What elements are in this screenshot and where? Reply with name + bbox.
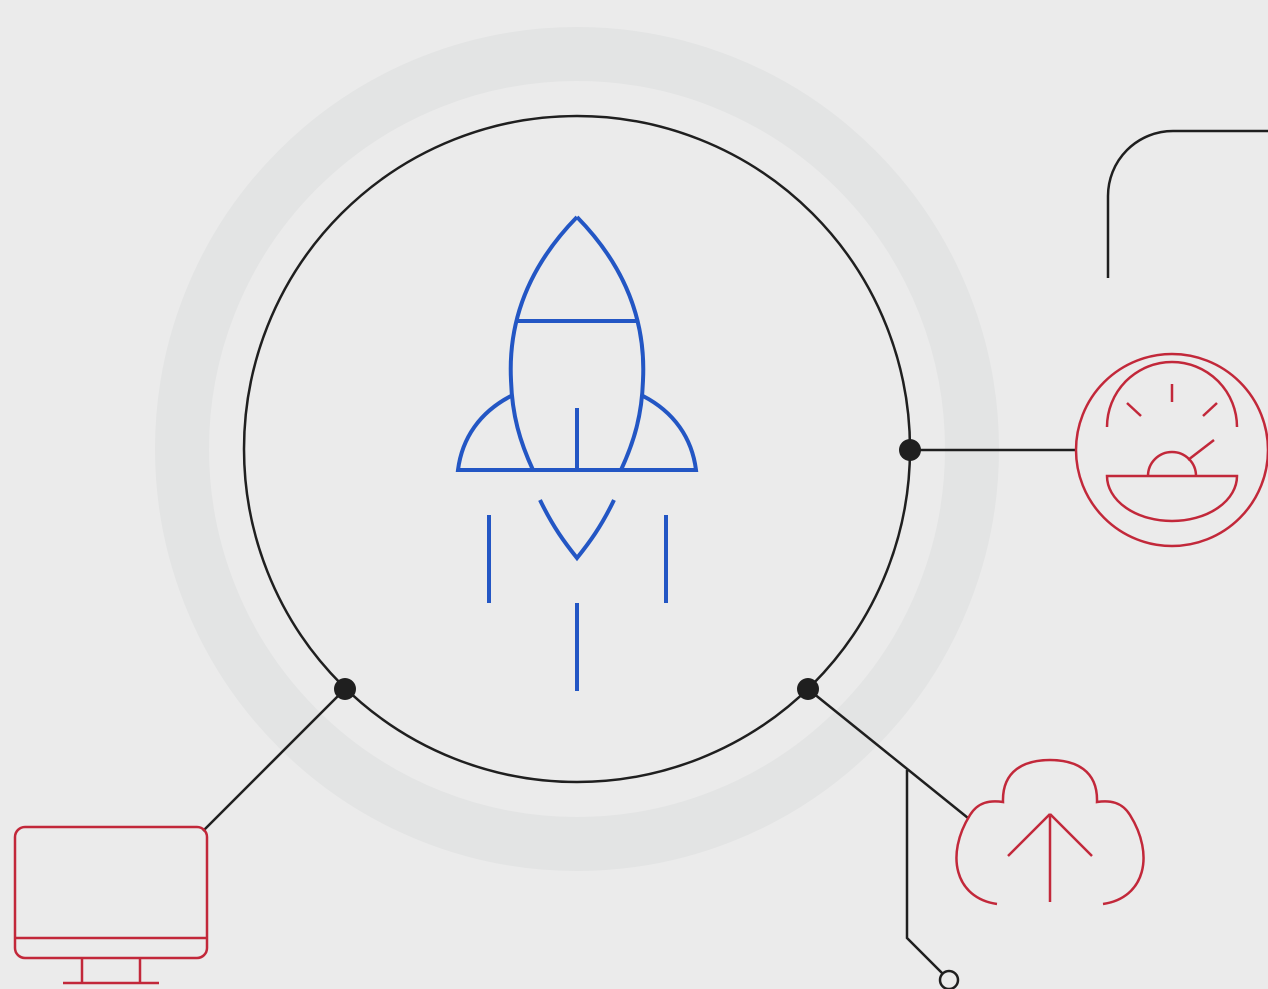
branch-end-node bbox=[938, 969, 960, 989]
node-bottom-right bbox=[797, 678, 819, 700]
node-right bbox=[899, 439, 921, 461]
monitor-icon bbox=[13, 825, 209, 985]
connector-bottom-left bbox=[202, 688, 346, 832]
connector-bottom-right bbox=[807, 688, 969, 819]
node-bottom-left bbox=[334, 678, 356, 700]
connector-branch bbox=[905, 770, 944, 975]
frame-corner bbox=[1106, 129, 1268, 278]
rocket-icon bbox=[455, 215, 699, 691]
cloud-upload-icon bbox=[955, 758, 1145, 906]
speedometer-icon bbox=[1074, 352, 1268, 548]
